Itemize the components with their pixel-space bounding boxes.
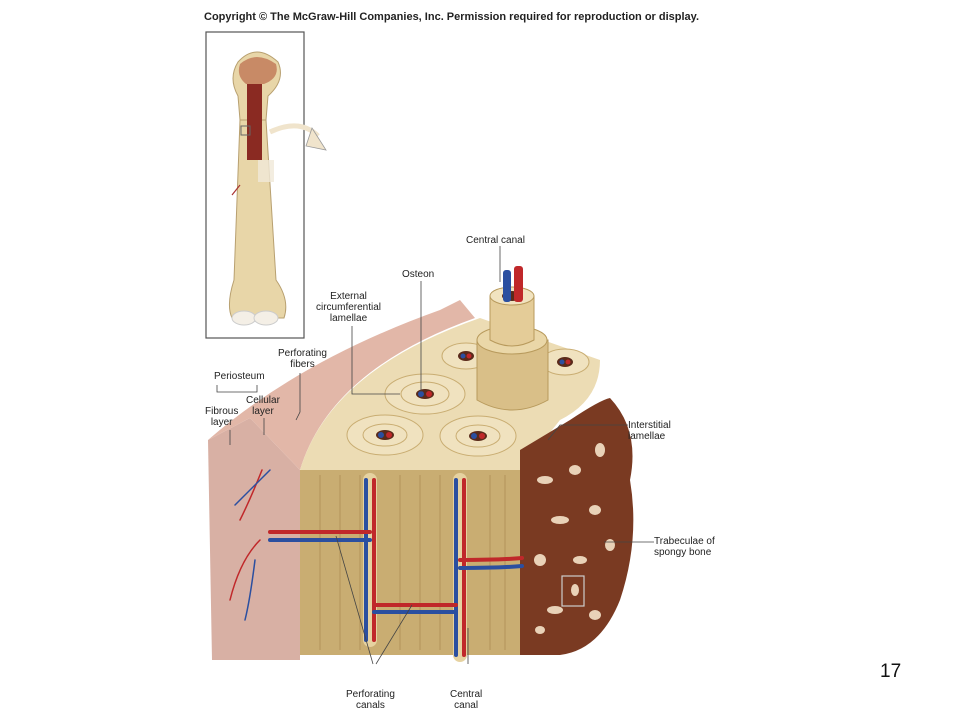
central-artery <box>514 266 523 302</box>
compact-bone-block <box>208 266 634 662</box>
nutrient-vessel <box>231 184 241 196</box>
osteon-1 <box>384 373 466 415</box>
label-periosteum: Periosteum <box>214 371 265 382</box>
spongy-bone <box>520 398 634 655</box>
condyle-left <box>231 310 257 326</box>
copyright-notice: Copyright © The McGraw-Hill Companies, I… <box>204 11 700 23</box>
vessels <box>229 469 524 662</box>
leader-perforating-canal-1 <box>335 535 374 665</box>
long-bone-inset <box>205 31 327 339</box>
label-cellular-layer: Cellular layer <box>246 395 280 417</box>
label-interstitial-lamellae: Interstitial lamellae <box>628 420 671 442</box>
marrow-cavity <box>247 80 262 160</box>
leader-external-lamellae <box>351 326 400 395</box>
leader-interstitial-lamellae <box>547 424 628 441</box>
zoom-box <box>240 125 251 136</box>
label-osteon: Osteon <box>402 269 435 280</box>
label-external-circumferential-lamellae: External circumferential lamellae <box>316 291 382 324</box>
trabecula-box <box>561 575 585 607</box>
protruding-osteon <box>476 266 549 411</box>
central-vein <box>503 270 511 302</box>
leader-perforating-canal-2 <box>375 604 413 665</box>
bone-front-face <box>300 470 520 655</box>
periosteum-face <box>208 418 300 660</box>
label-fibrous-layer: Fibrous layer <box>205 406 239 428</box>
zoom-arrow-head <box>305 127 327 151</box>
osteons <box>346 342 590 457</box>
bracket-periosteum <box>216 385 258 393</box>
condyle-right <box>253 310 279 326</box>
label-central-canal-bottom: Central canal <box>450 689 483 711</box>
slide-number: 17 <box>880 661 902 682</box>
leader-lines <box>216 246 654 665</box>
periosteum-top <box>208 300 475 470</box>
osteon-2 <box>346 414 424 456</box>
leader-perforating-fibers <box>295 373 301 421</box>
label-perforating-fibers: Perforating fibers <box>278 348 327 370</box>
spongy-head <box>238 57 277 84</box>
longitudinal-lamellae <box>319 475 506 650</box>
label-perforating-canals: Perforating canals <box>346 689 395 711</box>
label-trabeculae-spongy-bone: Trabeculae of spongy bone <box>654 536 715 558</box>
periosteum-flap <box>258 160 274 182</box>
osteon-5 <box>540 348 590 376</box>
label-central-canal-top: Central canal <box>466 235 525 246</box>
spongy-pores <box>534 443 615 634</box>
osteon-3 <box>439 415 517 457</box>
bone-shaft <box>228 119 287 319</box>
